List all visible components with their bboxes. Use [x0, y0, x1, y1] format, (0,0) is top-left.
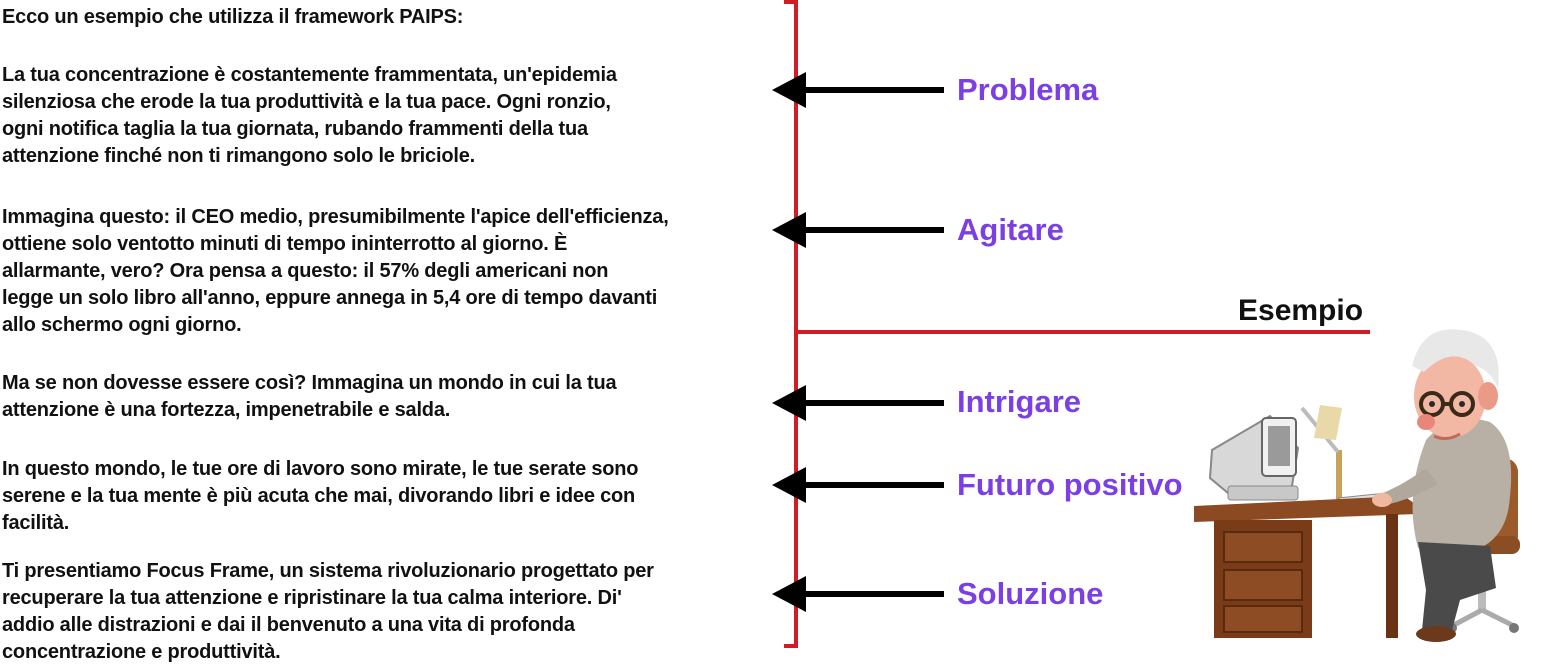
step-label-intrigue: Intrigare [957, 384, 1082, 419]
positive-future-paragraph: In questo mondo, le tue ore di lavoro so… [2, 458, 639, 534]
wooden-desk-icon [1194, 496, 1418, 638]
example-label: Esempio [1238, 294, 1364, 327]
agitate-paragraph: Immagina questo: il CEO medio, presumibi… [2, 206, 669, 336]
problem-paragraph: La tua concentrazione è costantemente fr… [2, 64, 617, 167]
arrow-left-icon [772, 576, 944, 612]
bracket-top-tick [784, 0, 798, 4]
step-label-agitate: Agitare [957, 212, 1064, 247]
step-label-positive-future: Futuro positivo [957, 467, 1183, 502]
bracket-vertical-line [794, 0, 798, 648]
elderly-man-icon [1372, 329, 1512, 642]
solution-paragraph: Ti presentiamo Focus Frame, un sistema r… [2, 560, 654, 663]
intro-text: Ecco un esempio che utilizza il framewor… [2, 6, 464, 28]
arrow-left-icon [772, 385, 944, 421]
desk-lamp-icon [1300, 405, 1350, 511]
arrow-left-icon [772, 72, 944, 108]
example-divider-line [794, 330, 1370, 334]
step-label-problem: Problema [957, 72, 1099, 107]
bracket-bottom-tick [784, 644, 798, 648]
old-man-at-computer-illustration [1194, 329, 1520, 642]
intrigue-paragraph: Ma se non dovesse essere così? Immagina … [2, 372, 617, 421]
arrow-left-icon [772, 467, 944, 503]
arrow-left-icon [772, 212, 944, 248]
step-label-solution: Soluzione [957, 576, 1104, 611]
